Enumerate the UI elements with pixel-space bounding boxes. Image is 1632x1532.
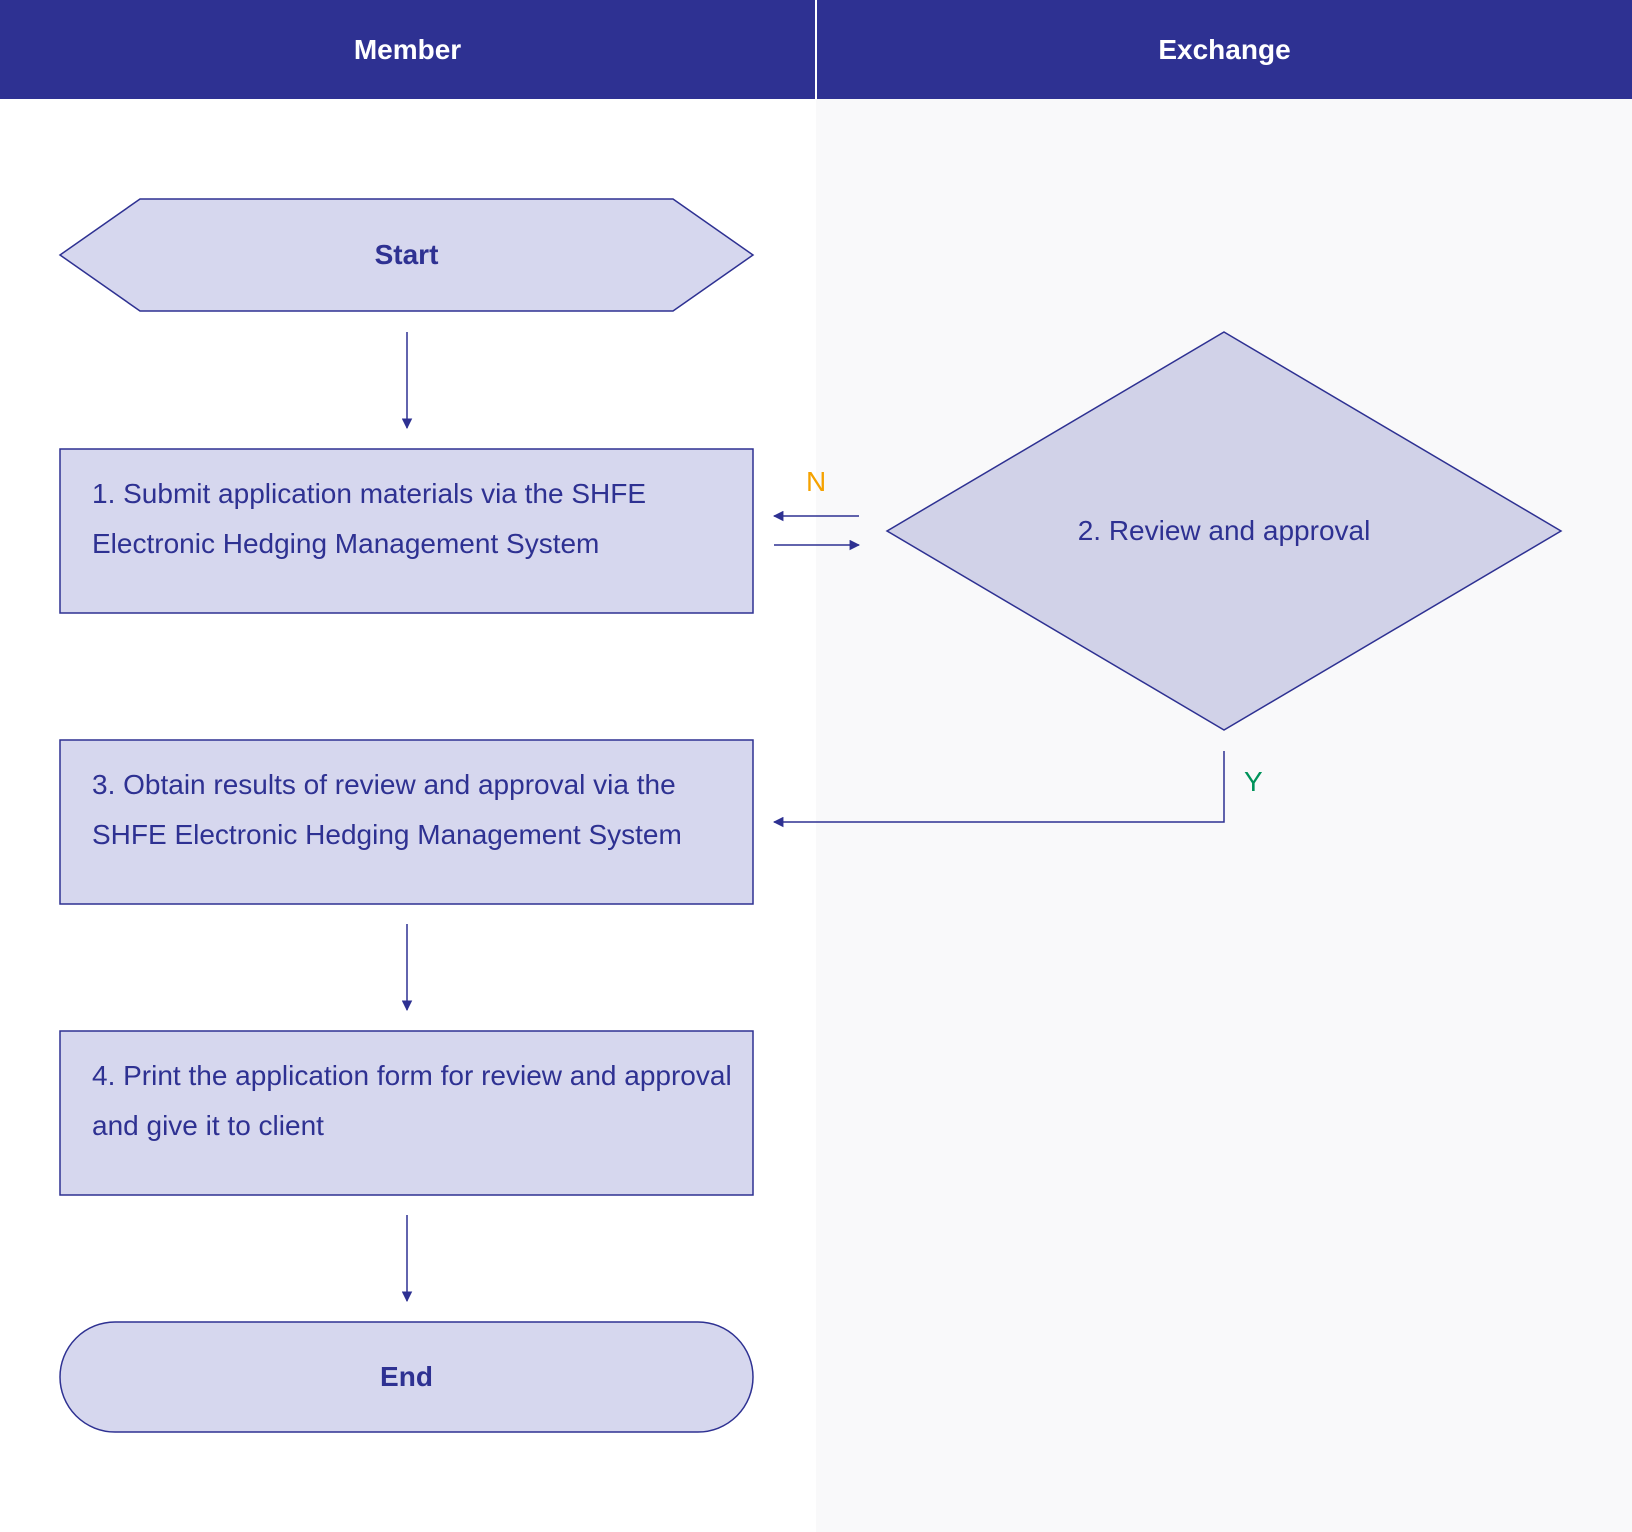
arrow-step2-to-step3-yes: [772, 751, 1225, 828]
yes-edge-label: Y: [1244, 766, 1263, 797]
lane-divider: [815, 0, 817, 99]
step4-node-label: 4. Print the application form for review…: [92, 1060, 732, 1141]
step1-node-label: 1. Submit application materials via the …: [92, 478, 647, 559]
step4-node-shape: [59, 1030, 754, 1196]
end-node-shape: [59, 1321, 754, 1433]
start-node-label: Start: [374, 239, 439, 270]
step3-node-label: 3. Obtain results of review and approval…: [92, 769, 682, 850]
no-edge-label: N: [806, 466, 827, 497]
lane-header-member: Member: [0, 0, 815, 99]
lane-header-exchange: Exchange: [817, 0, 1632, 99]
step2-node-shape: [885, 331, 1563, 731]
end-node-label: End: [380, 1361, 433, 1392]
start-node-shape: [58, 198, 755, 312]
step2-node-label: 2. Review and approval: [1077, 515, 1371, 546]
step1-node-shape: [59, 448, 754, 614]
step3-node-shape: [59, 739, 754, 905]
